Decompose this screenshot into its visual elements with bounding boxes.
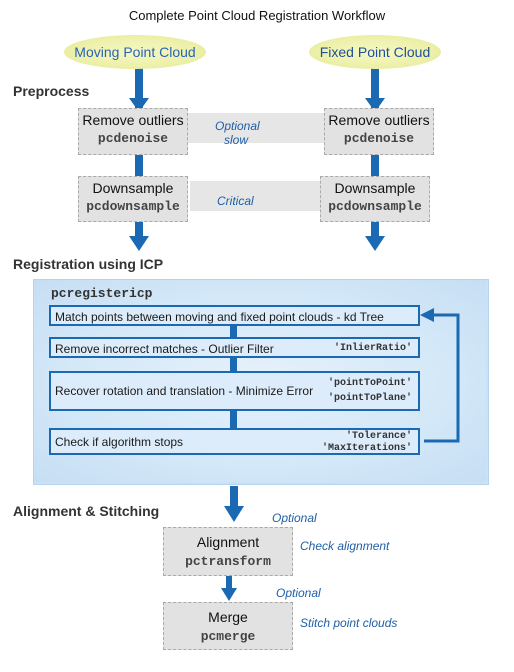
icp-step-minimize-error: Recover rotation and translation - Minim… (49, 371, 420, 411)
arrow-fixed-shaft-3 (371, 220, 379, 240)
arrow-to-merge-shaft (226, 576, 232, 590)
inlier-ratio-param: 'InlierRatio' (333, 343, 412, 354)
pcdenoise-func: pcdenoise (97, 131, 169, 146)
merge-optional-note: Optional (276, 586, 321, 600)
arrow-to-merge-head (221, 588, 237, 601)
max-iterations-param: 'MaxIterations' (321, 443, 412, 454)
arrow-moving-shaft-1 (135, 64, 143, 112)
diagram-title: Complete Point Cloud Registration Workfl… (128, 8, 386, 23)
section-registration: Registration using ICP (13, 256, 164, 272)
pcdenoise-func: pcdenoise (343, 131, 415, 146)
icp-step-remove-matches-label: Remove incorrect matches - Outlier Filte… (55, 342, 274, 356)
remove-outliers-label: Remove outliers (328, 112, 430, 128)
point-to-plane-param: 'pointToPlane' (327, 393, 412, 404)
icp-step-check-stop: Check if algorithm stops 'Tolerance' 'Ma… (49, 428, 420, 455)
moving-downsample-box: Downsample pcdownsample (78, 176, 188, 222)
fixed-remove-outliers-box: Remove outliers pcdenoise (324, 108, 434, 155)
icp-step-remove-matches: Remove incorrect matches - Outlier Filte… (49, 337, 420, 358)
arrow-moving-head-1 (129, 98, 149, 112)
moving-point-cloud-node: Moving Point Cloud (64, 35, 206, 69)
fixed-point-cloud-node: Fixed Point Cloud (309, 35, 441, 69)
optional-note: Optional (215, 119, 260, 133)
fixed-point-cloud-label: Fixed Point Cloud (319, 44, 431, 60)
check-alignment-note: Check alignment (300, 539, 390, 553)
section-alignment: Alignment & Stitching (13, 503, 160, 519)
critical-note: Critical (217, 194, 254, 208)
downsample-label: Downsample (334, 180, 416, 196)
remove-outliers-label: Remove outliers (82, 112, 184, 128)
icp-step-match-label: Match points between moving and fixed po… (55, 310, 384, 324)
alignment-box: Alignment pctransform (163, 527, 293, 576)
outliers-band (182, 113, 330, 143)
arrow-moving-shaft-2 (135, 154, 143, 176)
icp-step-minimize-error-label: Recover rotation and translation - Minim… (55, 384, 314, 398)
arrow-moving-shaft-3 (135, 220, 143, 240)
icp-loop-line (424, 313, 460, 443)
point-to-point-param: 'pointToPoint' (327, 378, 412, 389)
arrow-to-alignment-shaft (230, 486, 238, 508)
pcdownsample-func: pcdownsample (328, 199, 422, 214)
arrow-moving-head-3 (129, 236, 149, 251)
arrow-fixed-shaft-1 (371, 64, 379, 112)
stitch-point-clouds-note: Stitch point clouds (300, 616, 398, 630)
downsample-label: Downsample (92, 180, 174, 196)
pcregistericp-func: pcregistericp (51, 286, 153, 301)
pcdownsample-func: pcdownsample (86, 199, 180, 214)
tolerance-param: 'Tolerance' (345, 431, 412, 442)
fixed-downsample-box: Downsample pcdownsample (320, 176, 430, 222)
pcmerge-func: pcmerge (200, 629, 256, 644)
merge-label: Merge (208, 609, 248, 625)
icp-step-check-stop-label: Check if algorithm stops (55, 435, 184, 449)
arrow-fixed-head-3 (365, 236, 385, 251)
arrow-to-alignment-head (224, 506, 244, 522)
section-preprocess: Preprocess (13, 83, 90, 99)
icp-step-match: Match points between moving and fixed po… (49, 305, 420, 326)
arrow-fixed-head-1 (365, 98, 385, 112)
pctransform-func: pctransform (185, 554, 271, 569)
downsample-band (190, 181, 330, 211)
merge-box: Merge pcmerge (163, 602, 293, 650)
alignment-label: Alignment (196, 534, 260, 550)
moving-remove-outliers-box: Remove outliers pcdenoise (78, 108, 188, 155)
icp-loop-arrowhead (420, 308, 434, 322)
alignment-optional-note: Optional (272, 511, 317, 525)
slow-note: slow (224, 133, 249, 147)
moving-point-cloud-label: Moving Point Cloud (74, 44, 196, 60)
arrow-fixed-shaft-2 (371, 154, 379, 176)
